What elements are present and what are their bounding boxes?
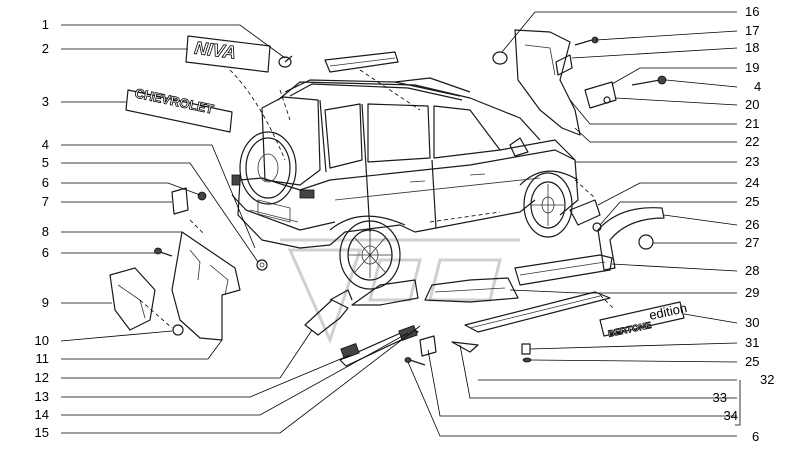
part-24-plate xyxy=(569,199,601,226)
callout-18: 18 xyxy=(745,40,759,55)
right-callouts: 16 17 18 19 4 20 21 22 23 24 25 26 27 28… xyxy=(713,4,775,444)
part-7-bracket xyxy=(171,187,207,215)
callout-26: 26 xyxy=(745,217,759,232)
part-30-bertone-badge: BERTONE edition xyxy=(599,300,689,339)
callout-22: 22 xyxy=(745,134,759,149)
callout-2: 2 xyxy=(42,41,49,56)
part-6-screw-lower xyxy=(404,357,426,366)
callout-34: 34 xyxy=(724,408,738,423)
part-34-clip xyxy=(419,335,437,357)
assembly-guides xyxy=(139,69,616,329)
part-33-pin xyxy=(451,341,479,353)
niva-badge-text: NIVA xyxy=(193,38,237,63)
part-20-bracket xyxy=(584,81,617,109)
callout-4b: 4 xyxy=(754,79,761,94)
callout-3: 3 xyxy=(42,94,49,109)
callout-31: 31 xyxy=(745,335,759,350)
part-13-strip xyxy=(339,327,419,367)
callout-27: 27 xyxy=(745,235,759,250)
part-6-screw xyxy=(154,247,173,257)
part-26-front-arch xyxy=(597,207,665,271)
part-22-front-mudflap xyxy=(514,29,581,136)
callout-25: 25 xyxy=(745,194,759,209)
part-31-clip xyxy=(521,343,532,363)
vehicle-body xyxy=(231,77,579,249)
callout-20: 20 xyxy=(745,97,759,112)
callout-29: 29 xyxy=(745,285,759,300)
callout-16: 16 xyxy=(745,4,759,19)
part-5-washer xyxy=(256,259,268,271)
callout-25b: 25 xyxy=(745,354,759,369)
callout-1: 1 xyxy=(42,17,49,32)
front-wheel xyxy=(519,170,579,238)
callout-6: 6 xyxy=(42,175,49,190)
callout-23: 23 xyxy=(745,154,759,169)
part-17-screw xyxy=(574,36,599,46)
callout-6b: 6 xyxy=(42,245,49,260)
callout-8: 8 xyxy=(42,224,49,239)
callout-9: 9 xyxy=(42,295,49,310)
part-8-rear-mudflap xyxy=(171,231,241,341)
callout-24: 24 xyxy=(745,175,759,190)
callout-6c: 6 xyxy=(752,429,759,444)
spare-wheel xyxy=(239,131,297,205)
part-sill-molding xyxy=(464,291,611,333)
part-9-bracket xyxy=(109,267,156,331)
part-28-door-molding xyxy=(514,254,613,286)
callout-12: 12 xyxy=(35,370,49,385)
callout-4: 4 xyxy=(42,137,49,152)
roof-spoiler xyxy=(324,51,399,73)
part-19-bolt xyxy=(631,75,667,86)
callout-7: 7 xyxy=(42,194,49,209)
callout-32: 32 xyxy=(760,372,774,387)
callout-11: 11 xyxy=(36,351,50,366)
left-callouts: 1 2 3 4 5 6 7 8 6 9 10 11 12 13 14 15 xyxy=(35,17,49,440)
callout-10: 10 xyxy=(35,333,49,348)
callout-28: 28 xyxy=(745,263,759,278)
bertone-badge-text: BERTONE xyxy=(607,320,652,339)
part-3-chevrolet-badge: CHEVROLET xyxy=(125,85,233,133)
part-1-screw xyxy=(278,55,293,68)
part-2-niva-badge: NIVA xyxy=(185,35,271,73)
callout-14: 14 xyxy=(35,407,49,422)
right-leaders xyxy=(407,11,741,437)
rear-wheel xyxy=(329,215,406,290)
callout-30: 30 xyxy=(745,315,759,330)
part-16-plug xyxy=(492,51,508,65)
chevrolet-badge-text: CHEVROLET xyxy=(133,85,215,116)
callout-15: 15 xyxy=(35,425,49,440)
part-25-clip xyxy=(592,222,602,232)
callout-17: 17 xyxy=(745,23,759,38)
callout-19: 19 xyxy=(745,60,759,75)
part-12-bracket xyxy=(304,289,353,336)
callout-13: 13 xyxy=(35,389,49,404)
callout-5: 5 xyxy=(42,155,49,170)
callout-21: 21 xyxy=(745,116,759,131)
callout-33: 33 xyxy=(713,390,727,405)
part-10-nut xyxy=(172,324,184,336)
part-14-clips xyxy=(340,325,418,359)
part-27-cap xyxy=(638,234,654,250)
part-29-rear-arch-molding xyxy=(351,277,519,306)
part-18-strip xyxy=(555,54,573,76)
left-leaders xyxy=(60,24,421,434)
bertone-suffix-text: edition xyxy=(648,300,689,323)
